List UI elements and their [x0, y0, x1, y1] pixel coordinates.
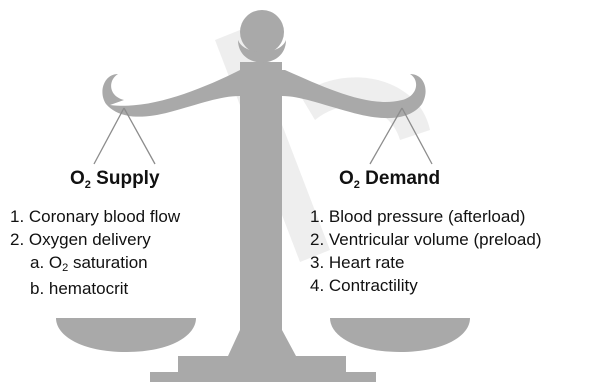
- supply-item: 2. Oxygen delivery: [10, 230, 151, 249]
- demand-item: 2. Ventricular volume (preload): [310, 230, 542, 249]
- supply-subitem: b. hematocrit: [30, 279, 129, 298]
- scale-top-knob: [240, 10, 284, 54]
- supply-subitem: a. O2 saturation: [30, 253, 148, 274]
- scale-column: [228, 62, 296, 356]
- supply-item: 1. Coronary blood flow: [10, 207, 181, 226]
- scale-foot: [178, 356, 346, 374]
- left-pan-strings: [93, 107, 156, 165]
- right-pan-strings: [369, 107, 433, 165]
- o2-supply-heading: O2 Supply: [70, 168, 160, 191]
- o2-demand-list: 1. Blood pressure (afterload) 2. Ventric…: [310, 205, 542, 297]
- scale-beam: [102, 70, 426, 119]
- demand-item: 4. Contractility: [310, 276, 418, 295]
- left-pan: [56, 318, 196, 352]
- demand-item: 3. Heart rate: [310, 253, 405, 272]
- o2-supply-list: 1. Coronary blood flow 2. Oxygen deliver…: [10, 205, 180, 300]
- right-pan: [330, 318, 470, 352]
- demand-item: 1. Blood pressure (afterload): [310, 207, 526, 226]
- scale-base: [150, 372, 376, 382]
- o2-demand-heading: O2 Demand: [339, 168, 441, 191]
